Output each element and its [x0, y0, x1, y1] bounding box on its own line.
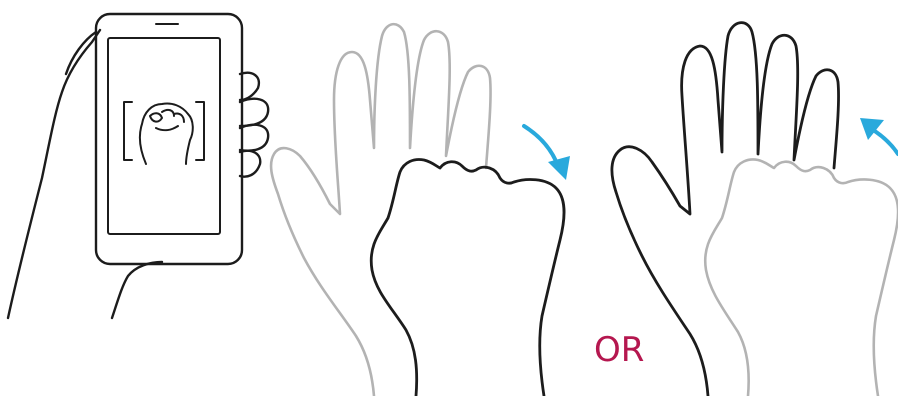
- holding-thumb-outline: [112, 262, 162, 318]
- finger-2: [240, 99, 268, 126]
- hand-holding-phone-illustration: [8, 14, 268, 318]
- fist-gesture-on-screen: [124, 102, 204, 164]
- or-separator-label: OR: [594, 330, 644, 370]
- closed-fist-outline-black: [371, 160, 564, 396]
- curved-arrow-down-icon: [524, 126, 570, 180]
- holding-hand-outline: [8, 30, 100, 318]
- screen-fist-icon: [140, 103, 193, 164]
- fist-to-open-palm-illustration: [612, 23, 898, 396]
- finger-3: [240, 125, 268, 151]
- closed-fist-outline-grey: [705, 160, 898, 396]
- curved-arrow-up-icon: [860, 118, 898, 154]
- focus-bracket-left-icon: [124, 102, 132, 160]
- focus-bracket-right-icon: [196, 102, 204, 160]
- open-palm-to-fist-illustration: [271, 24, 570, 396]
- open-palm-outline-grey: [271, 24, 491, 396]
